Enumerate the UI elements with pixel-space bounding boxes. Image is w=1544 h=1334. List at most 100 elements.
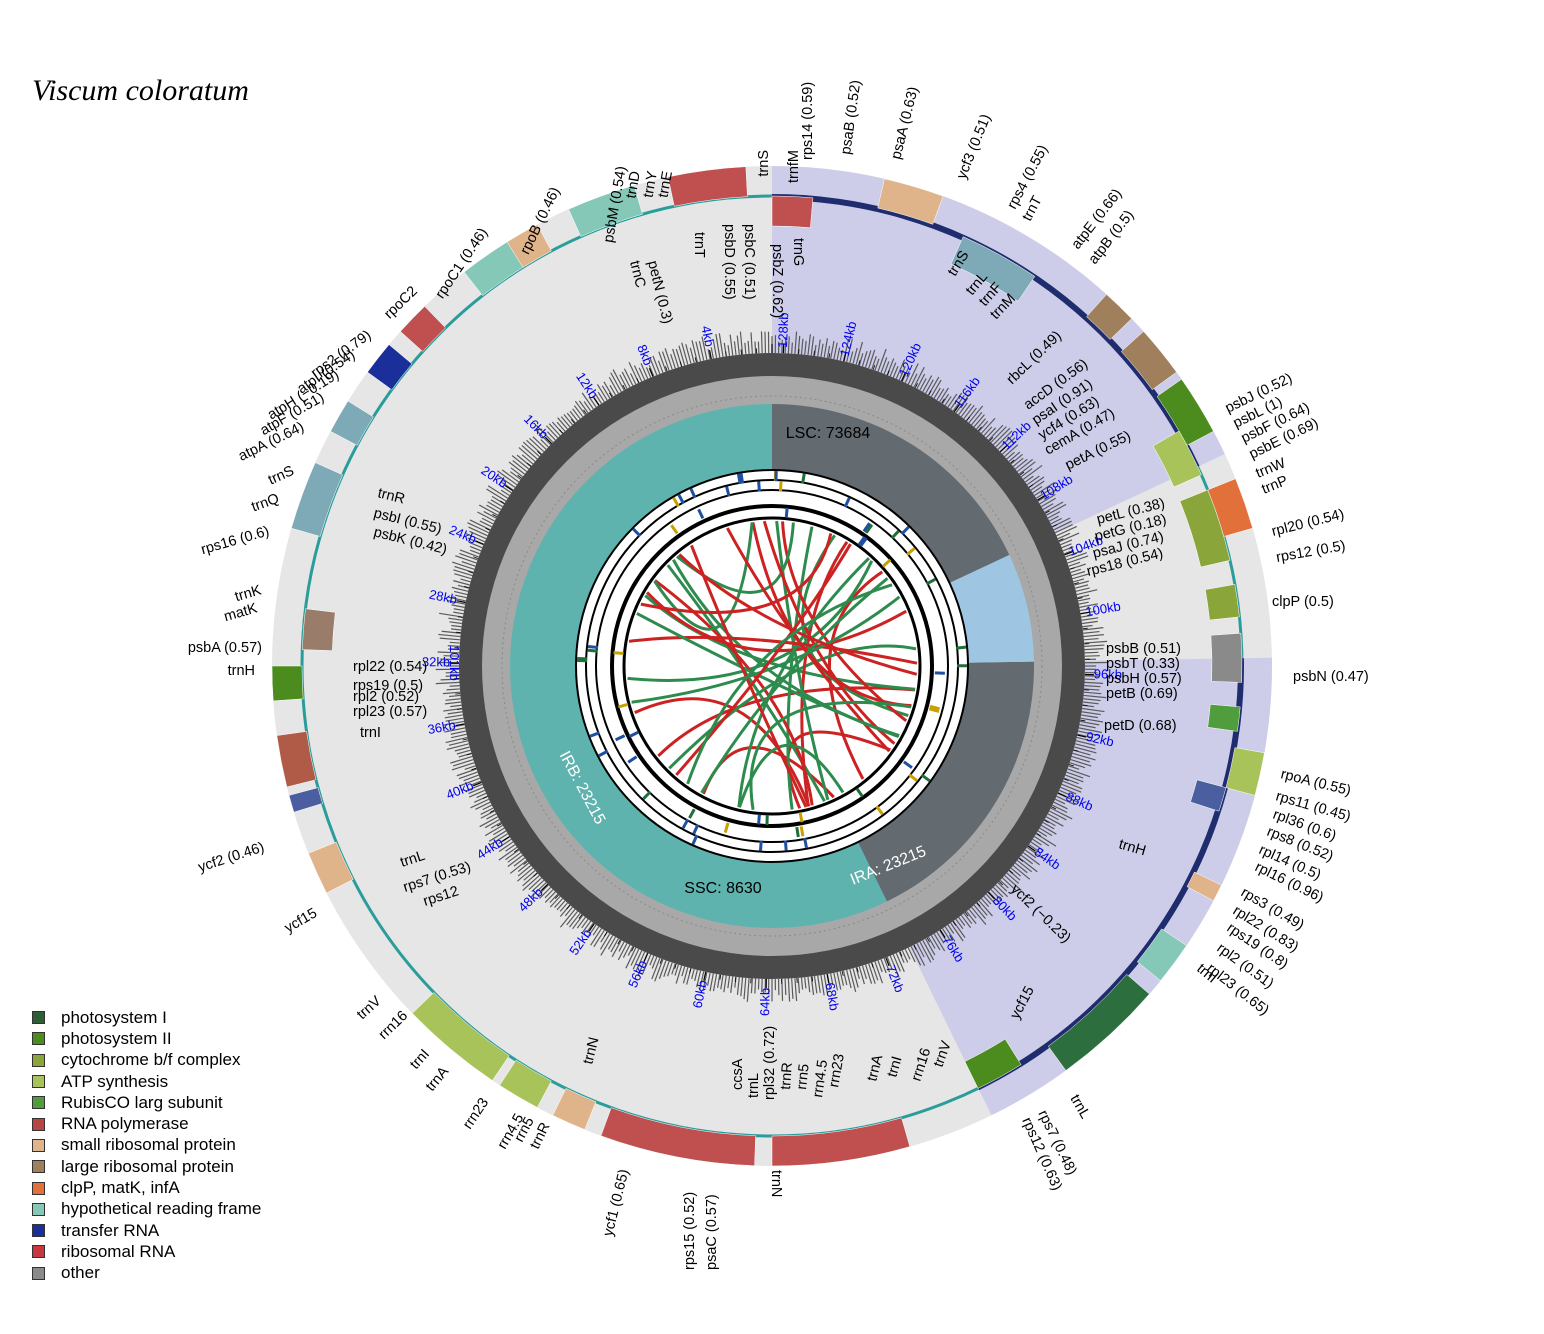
legend-label: large ribosomal protein [61, 1156, 234, 1176]
gc-bar [973, 904, 986, 920]
repeat-mark [617, 702, 629, 709]
gc-bar [727, 345, 731, 356]
tick-mark [464, 585, 470, 589]
tick-label: 32kb [422, 654, 450, 669]
gene-label: psbC (0.51) [741, 224, 757, 300]
gc-bar [1059, 789, 1075, 798]
gc-bar [723, 975, 727, 993]
repeat-link [645, 591, 907, 653]
gc-bar [608, 376, 619, 394]
gc-bar [898, 366, 906, 381]
gc-bar [952, 920, 966, 938]
gc-bar [877, 960, 883, 973]
repeat-mark [799, 826, 805, 837]
gc-bar [842, 970, 848, 986]
gc-bar [874, 358, 880, 371]
gene-label: rps14 (0.59) [800, 82, 816, 160]
gc-bar [744, 342, 747, 355]
gc-bar [1056, 795, 1076, 806]
gc-bar [1026, 475, 1040, 486]
gc-bar [839, 349, 844, 361]
gc-bar [468, 789, 485, 798]
gc-bar [712, 973, 718, 992]
gc-bar [874, 961, 884, 984]
repeat-mark [725, 486, 731, 497]
gc-bar [1014, 458, 1028, 470]
gene-label: trnR [376, 485, 406, 507]
gc-bar [1066, 771, 1084, 779]
gene-block [667, 166, 748, 207]
gc-bar [702, 972, 708, 991]
gc-bar [910, 946, 922, 966]
repeat-mark [864, 523, 874, 534]
gc-bar [1024, 849, 1037, 859]
gc-bar [936, 388, 945, 401]
gc-bar [487, 501, 502, 511]
tick-mark [1027, 845, 1036, 852]
legend-swatch [32, 1138, 45, 1152]
tick-mark [953, 403, 961, 412]
repeat-link [690, 544, 808, 808]
repeat-mark [902, 760, 913, 769]
gc-bar [449, 685, 460, 687]
gc-bar [852, 347, 858, 364]
repeat-mark [642, 790, 652, 800]
gc-bar [813, 976, 818, 994]
gc-bar [439, 637, 461, 641]
gc-bar [895, 953, 905, 972]
gc-bar [985, 893, 997, 906]
repeat-mark [955, 645, 967, 650]
tick-mark [583, 409, 587, 415]
gc-bar [739, 331, 744, 355]
legend-item: hypothetical reading frame [32, 1199, 261, 1220]
tick-mark [871, 962, 874, 968]
gc-bar [453, 608, 465, 612]
gc-bar [760, 331, 763, 354]
gc-bar [1032, 838, 1042, 846]
gc-bar [710, 347, 714, 359]
gc-bar [607, 936, 617, 950]
gc-bar [516, 867, 534, 882]
gc-bar [632, 950, 643, 970]
gene-label: trnI [407, 1046, 433, 1072]
gene-label: trnI [884, 1055, 905, 1080]
legend-swatch [32, 1224, 45, 1238]
gc-bar [712, 339, 718, 359]
gc-bar [797, 977, 801, 994]
gene-label: rrn23 [826, 1053, 848, 1089]
legend-item: ATP synthesis [32, 1071, 261, 1092]
gc-bar [1020, 854, 1034, 865]
repeat-mark [920, 773, 931, 783]
gc-bar [1044, 501, 1064, 513]
gc-bar [716, 974, 721, 988]
gene-block [964, 1038, 1022, 1089]
tick-mark [841, 970, 844, 977]
gc-bar [1077, 594, 1090, 599]
tick-mark [1077, 597, 1083, 600]
gc-bar [497, 838, 512, 849]
gc-bar [439, 612, 463, 618]
gc-bar [452, 759, 474, 767]
gc-bar [1035, 833, 1057, 847]
gene-label: ycf1 (0.65) [600, 1168, 632, 1238]
gc-bar [453, 580, 470, 586]
gene-label: rps15 (0.52) [682, 1192, 698, 1270]
gc-bar [729, 334, 734, 356]
gc-bar [1073, 578, 1085, 583]
gc-bar [939, 929, 949, 944]
tick-mark [497, 823, 502, 827]
repeat-link [640, 533, 833, 614]
legend-swatch [32, 1096, 45, 1110]
gc-bar [1070, 759, 1092, 767]
repeat-mark [798, 812, 804, 823]
gc-bar [839, 971, 845, 986]
gene-block [291, 462, 343, 537]
gc-bar [545, 425, 559, 439]
gc-bar [486, 504, 500, 513]
legend-item: ribosomal RNA [32, 1241, 261, 1262]
gc-bar [933, 933, 946, 952]
tick-mark [482, 796, 488, 799]
tick-mark [998, 881, 1003, 886]
gene-label: trnL [398, 848, 427, 871]
